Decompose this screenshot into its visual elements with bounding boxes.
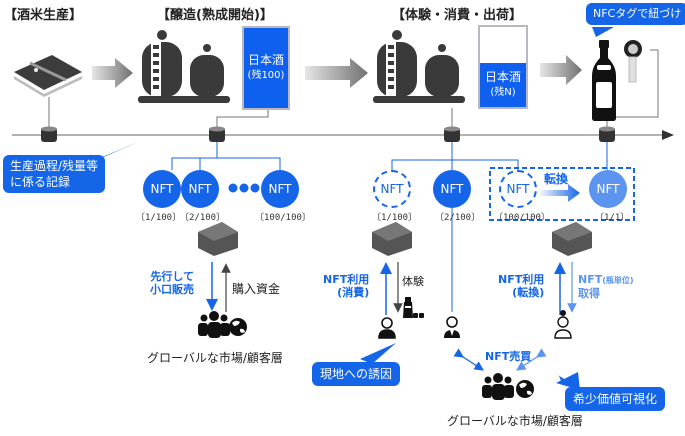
person-icon-visitor [378,317,396,339]
nft-token[interactable]: NFT [181,170,219,208]
presale-label-line-2: 小口販売 [150,283,194,296]
nft-token[interactable]: NFT [143,170,181,208]
tree-left-branch-1 [171,142,218,170]
funds-label: 購入資金 [232,282,281,296]
nft-token-bottle[interactable]: NFT [589,170,627,208]
customer-group-icon-left [198,311,230,338]
stage-title-brewing: 【醸造(熟成開始)】 [157,8,273,23]
sake-remaining: (残100) [247,70,285,81]
person-icon-businessman [444,316,460,338]
callout-nfc-tag: NFCタグで紐づけ [586,3,685,25]
trade-arrow-right [515,348,547,371]
nft-token-label: 〔1/1〕 [595,213,630,223]
ledger-icon-1 [41,126,57,142]
ellipsis-dot [228,183,238,193]
trade-arrow-left [453,348,485,371]
tree-left-branch-3 [217,157,281,170]
nft-use-consume-label: NFT利用 (消費) [323,273,369,299]
process-arrow-2 [305,58,368,88]
nft-use-convert-line-2: (転換) [512,286,545,299]
rice-field-icon [14,55,82,97]
brewery-house-icon-left [198,222,238,256]
nft-token[interactable]: NFT [261,170,299,208]
sake-set-icon [403,297,424,318]
sake-label: 日本酒 [484,70,521,84]
stage-title-rice: 【酒米生産】 [4,8,83,23]
brewery-tanks-icon-1 [138,30,230,103]
nft-token-label: 〔100/100〕 [494,213,550,223]
nft-token-converted[interactable]: NFT [499,170,537,208]
callout-record-line-1: 生産過程/残量等 [10,159,99,173]
timeline-arrowhead [662,130,674,140]
sake-bottle-icon [592,40,616,121]
nft-acquire-unit: (瓶単位) [602,276,634,285]
nft-token[interactable]: NFT [433,170,471,208]
tree-right-branch-3 [452,159,519,170]
sake-tank-full: 日本酒 (残100) [242,26,290,110]
market-label-left: グローバルな市場/顧客層 [147,351,283,365]
ledger-icon-3 [444,126,460,142]
nft-trade-label: NFT売買 [485,350,532,363]
brewery-house-icon-mid [372,222,412,256]
nft-token-label: 〔100/100〕 [255,213,311,223]
nft-token-label: 〔2/100〕 [180,213,226,223]
nft-use-consume-line-2: (消費) [337,286,370,299]
nft-acquire-line-2: 取得 [578,287,600,300]
conversion-box [489,167,635,221]
conversion-label: 転換 [544,172,569,186]
callout-invite-tail [360,343,396,364]
connector-brewing [216,110,269,128]
nft-token-label: 〔1/100〕 [372,213,418,223]
ellipsis-dot [239,183,249,193]
process-arrow-1 [92,58,133,88]
nft-acquire-label: NFT(瓶単位) 取得 [578,273,634,300]
nft-acquire-line-1: NFT [578,273,603,286]
nft-use-convert-line-1: NFT利用 [498,273,545,286]
nft-token-label: 〔1/100〕 [136,213,182,223]
conversion-arrow [538,184,580,202]
presale-label-line-1: 先行して [150,270,194,283]
stage-title-experience: 【体験・消費・出荷】 [392,8,523,23]
nft-token-used[interactable]: NFT [373,170,411,208]
callout-record: 生産過程/残量等 に係る記録 [3,155,106,193]
person-icon-collector [554,310,572,339]
brewery-tanks-icon-2 [373,30,465,103]
experience-label: 体験 [402,275,424,288]
globe-icon-bottom [516,380,534,398]
callout-rarity: 希少価値可視化 [565,387,666,411]
tree-right-branch-1 [391,142,453,170]
sake-remaining: (残N) [490,87,516,98]
process-arrow-3 [540,55,582,85]
sake-tank-partial-fill: 日本酒 (残N) [480,63,526,107]
customer-group-icon-bottom [482,373,514,400]
nft-use-consume-line-1: NFT利用 [323,273,370,286]
callout-invite: 現地への誘因 [312,362,401,386]
callout-record-line-2: に係る記録 [10,175,71,189]
sake-label: 日本酒 [247,53,284,67]
market-label-bottom: グローバルな市場/顧客層 [447,414,583,428]
ledger-icon-4 [599,126,615,142]
globe-icon-left [229,318,247,336]
nft-token-label: 〔2/100〕 [435,213,481,223]
callout-nfc-tail [592,27,614,37]
nft-use-convert-label: NFT利用 (転換) [498,273,544,299]
sake-tank-partial: 日本酒 (残N) [478,25,528,109]
sake-tank-full-fill: 日本酒 (残100) [244,28,288,108]
ellipsis-dot [250,183,260,193]
presale-label: 先行して 小口販売 [150,270,194,296]
ledger-icon-2 [209,126,225,142]
nfc-tag-icon [624,40,642,83]
brewery-house-icon-right [552,222,592,256]
